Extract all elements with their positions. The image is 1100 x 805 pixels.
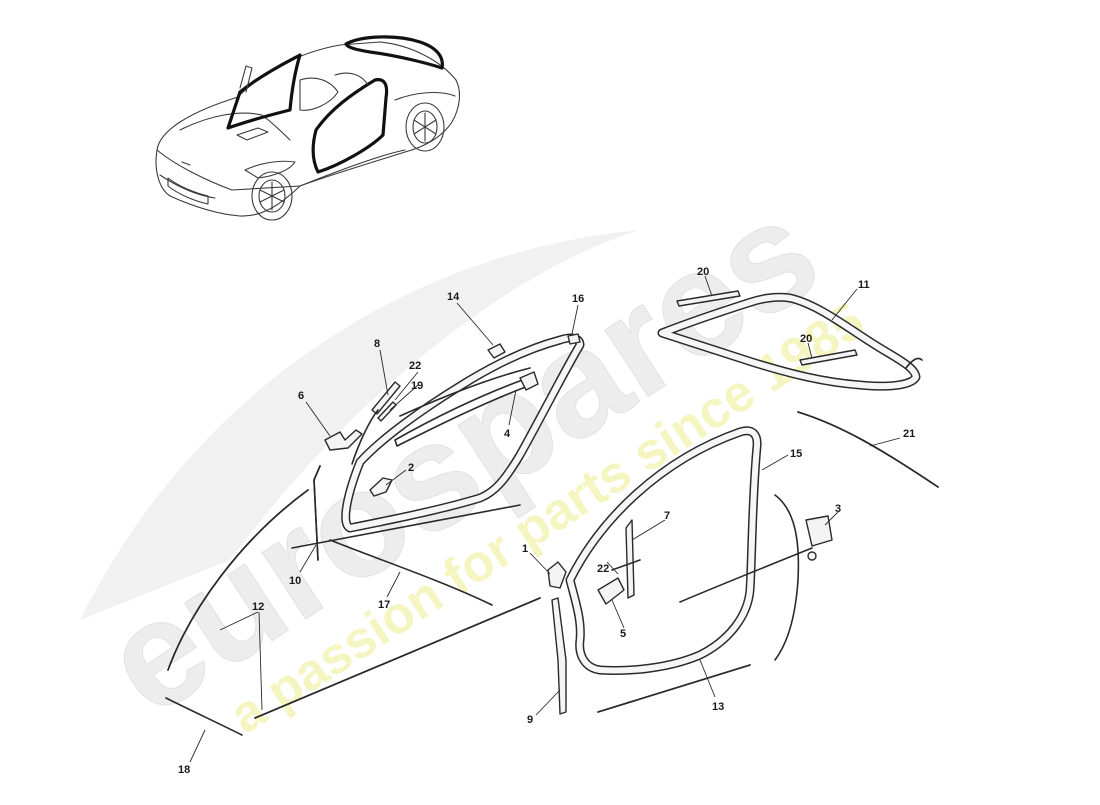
callout-19: 19 (411, 380, 423, 392)
callout-12: 12 (252, 601, 264, 613)
callout-7: 7 (664, 510, 670, 522)
door-pillar-seal-9 (551, 597, 567, 715)
clip-4 (519, 371, 539, 391)
callout-22-lower: 22 (597, 563, 609, 575)
trim-strip-lower (799, 349, 858, 366)
rear-wheel-icon (405, 102, 445, 152)
callout-20-upper: 20 (697, 266, 709, 278)
callout-1: 1 (522, 543, 528, 555)
a-pillar-seal (351, 409, 379, 465)
callout-16: 16 (572, 293, 584, 305)
bracket-1 (547, 561, 567, 589)
leader-lines (189, 275, 901, 763)
callout-8: 8 (374, 338, 380, 350)
lower-sill-strip (329, 539, 493, 606)
callout-22-upper: 22 (409, 360, 421, 372)
callout-labels: 20 11 20 21 14 16 4 8 22 19 6 2 10 17 12… (178, 266, 915, 776)
callout-20-lower: 20 (800, 333, 812, 345)
door-aperture-seal (565, 426, 762, 675)
callout-10: 10 (289, 575, 301, 587)
callout-2: 2 (408, 462, 414, 474)
door-lower-strip-core (597, 664, 751, 713)
callout-17: 17 (378, 599, 390, 611)
vehicle-reference-illustration (155, 35, 461, 221)
edge-strip-18 (165, 697, 243, 736)
roof-line-strip-core (167, 489, 309, 671)
callout-4: 4 (504, 428, 511, 440)
clip-14 (487, 343, 506, 359)
callout-11: 11 (858, 279, 870, 291)
clip-16 (567, 333, 581, 345)
windscreen-header-trim (399, 367, 531, 417)
front-wheel-icon (251, 171, 293, 221)
callout-13: 13 (712, 701, 724, 713)
window-channel-22 (611, 559, 641, 571)
windscreen-surround-seal (341, 333, 585, 533)
rear-seal-strip (797, 411, 939, 488)
callout-3: 3 (835, 503, 841, 515)
callout-9: 9 (527, 714, 533, 726)
callout-18: 18 (178, 764, 190, 776)
trim-strip-upper (676, 290, 741, 307)
rocker-strip-core (254, 597, 541, 719)
rear-door-post-seal (774, 494, 800, 661)
callout-14: 14 (447, 291, 460, 303)
window-channel-7 (625, 519, 635, 599)
watermark-swoosh (80, 230, 640, 620)
b-pillar-seal-core (313, 465, 321, 561)
rear-window-seal (657, 292, 923, 391)
bracket-6 (324, 429, 363, 451)
callout-15: 15 (790, 448, 802, 460)
callout-6: 6 (298, 390, 304, 402)
clip-3 (807, 551, 817, 561)
bracket-3 (805, 515, 833, 547)
callout-21: 21 (903, 428, 915, 440)
door-belt-seal (679, 547, 813, 603)
callout-5: 5 (620, 628, 626, 640)
regulator-5 (597, 577, 625, 605)
bracket-2 (369, 477, 393, 497)
